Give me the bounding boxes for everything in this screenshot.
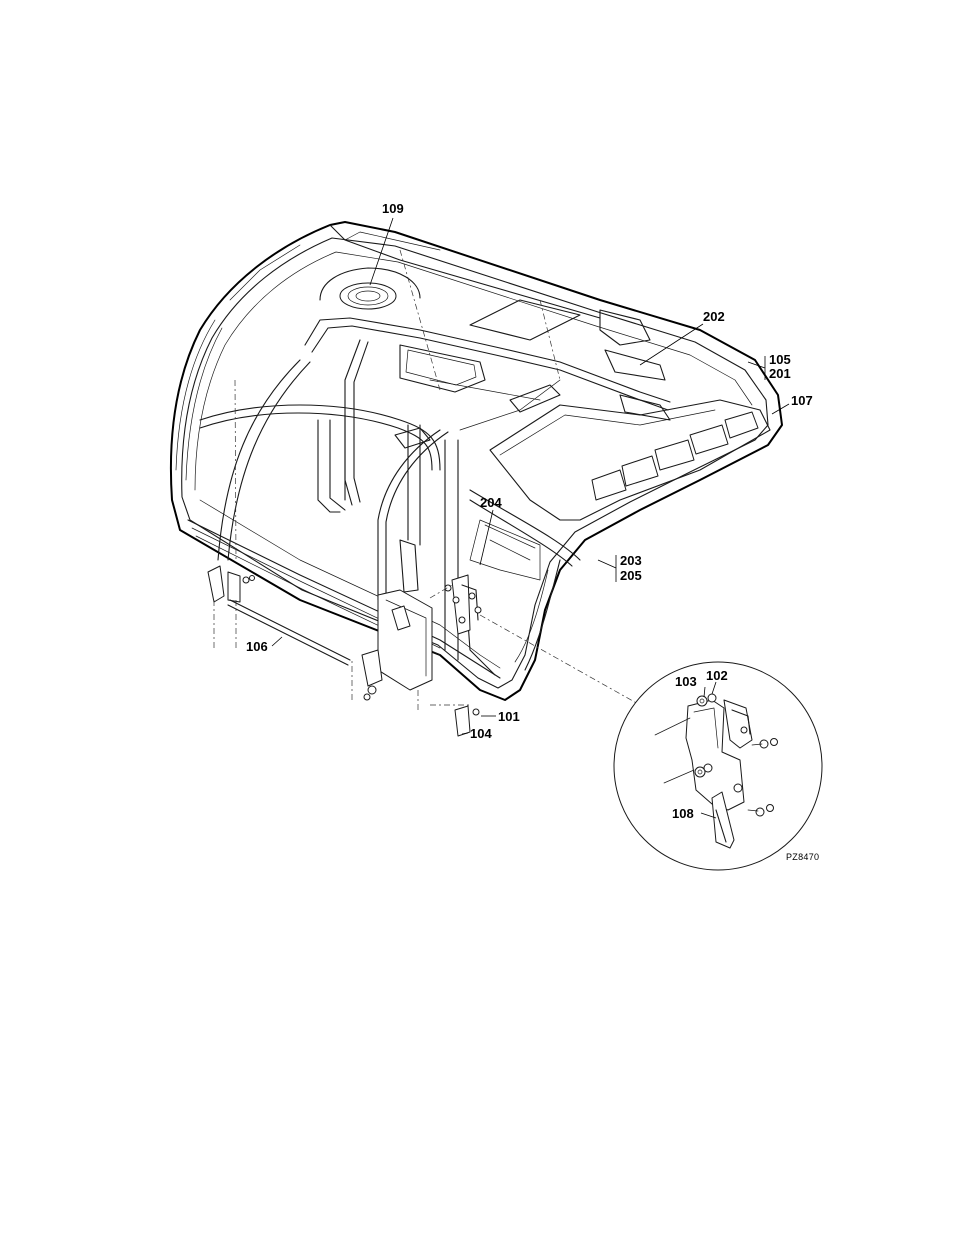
callout-103: 103 [675, 674, 697, 689]
latch-bracket [351, 539, 480, 737]
latch-mechanism-small [429, 574, 482, 635]
louvre-vents [591, 411, 759, 501]
callout-201: 201 [769, 366, 791, 381]
callout-102: 102 [706, 668, 728, 683]
callout-204: 204 [480, 495, 502, 510]
callout-107: 107 [791, 393, 813, 408]
callout-109: 109 [382, 201, 404, 216]
callout-105: 105 [769, 352, 791, 367]
callout-101: 101 [498, 709, 520, 724]
callout-205: 205 [620, 568, 642, 583]
detail-reference-line [479, 614, 641, 706]
hood-assembly [169, 221, 783, 701]
callout-202: 202 [703, 309, 725, 324]
callout-leaders [271, 217, 790, 819]
callout-203: 203 [620, 553, 642, 568]
callout-104: 104 [470, 726, 492, 741]
callout-labels: 109 202 105 201 107 204 203 205 106 101 … [246, 201, 819, 862]
latch-detail-view [613, 661, 823, 871]
callout-106: 106 [246, 639, 268, 654]
drawing-id: PZ8470 [786, 852, 819, 862]
callout-108: 108 [672, 806, 694, 821]
bracket-106 [207, 565, 351, 666]
